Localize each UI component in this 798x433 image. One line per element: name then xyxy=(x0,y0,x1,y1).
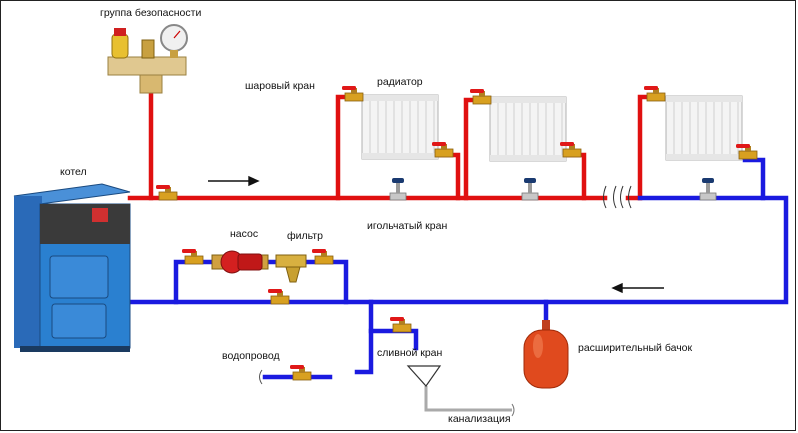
ball-valve-icon xyxy=(559,141,582,158)
needle-valve-icon xyxy=(699,177,717,201)
label-water-supply: водопровод xyxy=(222,350,280,362)
radiator-icon xyxy=(361,94,439,160)
ball-valve-icon xyxy=(431,141,454,158)
ball-valve-icon xyxy=(289,364,312,381)
flow-arrow-icon xyxy=(611,282,664,294)
needle-valve-icon xyxy=(521,177,539,201)
ball-valve-icon xyxy=(735,143,758,160)
label-pump: насос xyxy=(230,228,259,240)
label-radiator: радиатор xyxy=(377,76,423,88)
needle-valve-icon xyxy=(389,177,407,201)
boiler-icon xyxy=(13,183,131,352)
safety-group-icon xyxy=(107,24,188,94)
sewer-pipe xyxy=(424,386,512,412)
label-boiler: котел xyxy=(60,166,87,178)
expansion-tank-icon xyxy=(523,320,569,389)
radiator-icon xyxy=(665,95,743,161)
label-drain-valve: сливной кран xyxy=(377,347,443,359)
ball-valve-icon xyxy=(341,85,364,102)
label-ball-valve: шаровый кран xyxy=(245,80,315,92)
label-filter: фильтр xyxy=(287,230,323,242)
flow-arrow-icon xyxy=(208,175,260,187)
label-sewer: канализация xyxy=(448,413,511,425)
ball-valve-icon xyxy=(267,288,290,305)
pump-icon xyxy=(211,250,269,274)
ball-valve-icon xyxy=(311,248,334,265)
pipe-break-marks xyxy=(603,185,632,209)
ball-valve-icon xyxy=(389,316,412,333)
label-needle-valve: игольчатый кран xyxy=(367,220,448,232)
ball-valve-icon xyxy=(181,248,204,265)
label-safety-group: группа безопасности xyxy=(100,7,202,19)
label-expansion-tank: расширительный бачок xyxy=(578,342,693,354)
radiator-icon xyxy=(489,96,567,162)
ball-valve-icon xyxy=(643,85,666,102)
ball-valve-icon xyxy=(155,184,178,201)
funnel-icon xyxy=(406,365,442,387)
filter-icon xyxy=(275,254,307,283)
ball-valve-icon xyxy=(469,88,492,105)
